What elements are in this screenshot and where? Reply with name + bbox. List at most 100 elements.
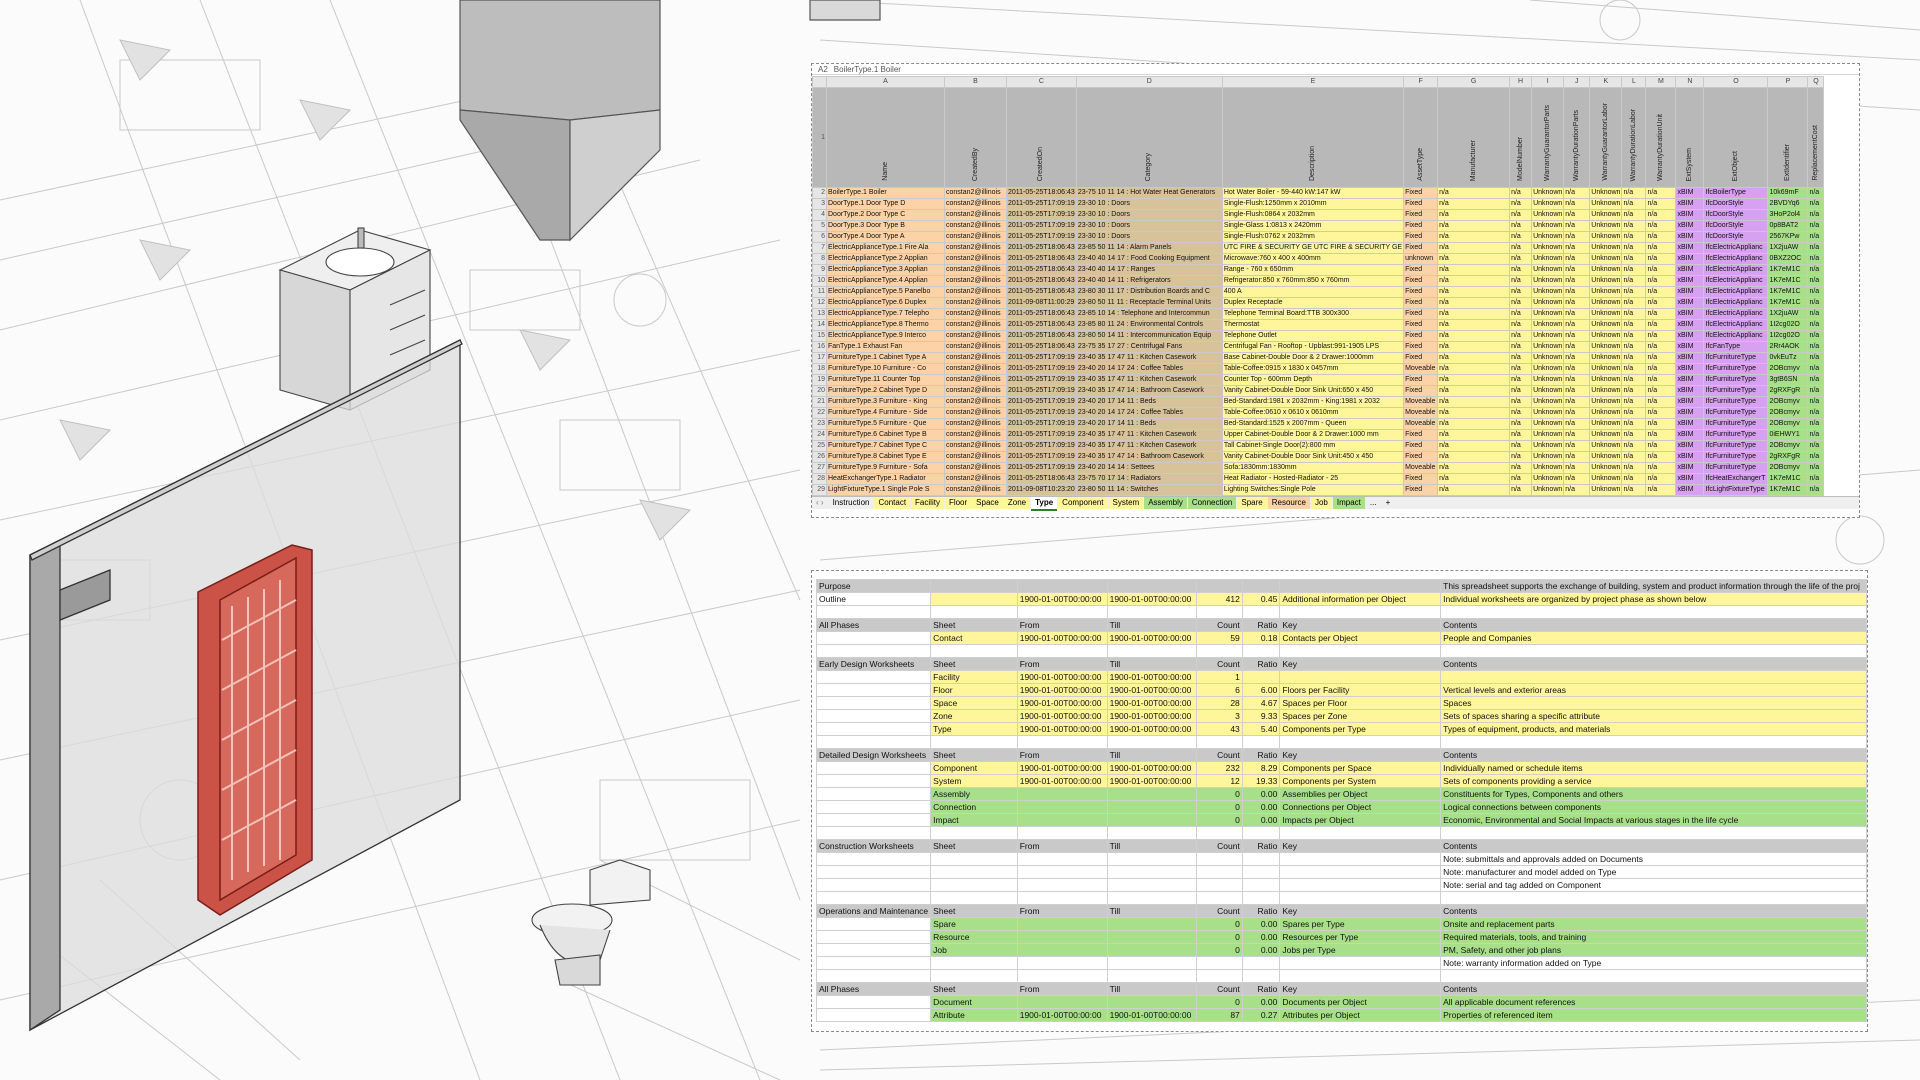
table-cell[interactable]: 12 [1196,774,1243,788]
table-cell[interactable]: 2011-05-25T18:06:43 [1006,253,1077,265]
table-cell[interactable] [1196,878,1243,892]
table-cell[interactable]: Spaces per Floor [1279,696,1442,710]
table-cell[interactable]: Floor [930,683,1018,697]
table-cell[interactable]: n/a [1563,462,1591,474]
table-cell[interactable]: constan2@illinois [944,363,1007,375]
table-cell[interactable]: Fixed [1403,275,1439,287]
table-cell[interactable]: xBIM [1675,231,1705,243]
table-cell[interactable]: n/a [1621,297,1647,309]
table-cell[interactable]: 23-40 35 17 47 11 : Kitchen Casework [1075,440,1223,452]
table-cell[interactable]: Single-Glass 1:0813 x 2420mm [1221,220,1405,232]
table-cell[interactable]: People and Companies [1440,631,1867,645]
table-cell[interactable]: constan2@illinois [944,220,1007,232]
table-cell[interactable] [930,865,1018,879]
table-cell[interactable]: Single-Flush:0864 x 2032mm [1221,209,1405,221]
table-cell[interactable]: 2011-05-25T18:06:43 [1006,187,1077,199]
table-cell[interactable]: n/a [1807,264,1825,276]
table-cell[interactable]: 1900-01-00T00:00:00 [1106,774,1198,788]
table-cell[interactable]: n/a [1509,396,1533,408]
table-cell[interactable] [930,579,1018,593]
table-cell[interactable]: constan2@illinois [944,187,1007,199]
table-cell[interactable]: n/a [1563,407,1591,419]
table-cell[interactable]: Impacts per Object [1279,813,1442,827]
table-cell[interactable]: Till [1106,982,1198,996]
table-cell[interactable]: xBIM [1675,253,1705,265]
table-cell[interactable]: 2011-05-25T17:09:19 [1006,220,1077,232]
table-cell[interactable]: Assembly [930,787,1018,801]
table-cell[interactable]: Fixed [1403,220,1439,232]
table-cell[interactable]: 2011-05-25T17:09:19 [1006,396,1077,408]
table-cell[interactable]: Floors per Facility [1279,683,1442,697]
table-cell[interactable]: IfcElectricApplianc [1703,297,1769,309]
column-letter[interactable]: Q [1807,76,1825,88]
table-cell[interactable]: 23-75 10 11 14 : Hot Water Heat Generato… [1075,187,1223,199]
table-cell[interactable]: n/a [1509,319,1533,331]
table-cell[interactable]: IfcElectricApplianc [1703,319,1769,331]
table-cell[interactable]: DoorType.4 Door Type A [826,231,945,243]
table-cell[interactable]: 1900-01-00T00:00:00 [1106,670,1198,684]
table-cell[interactable]: n/a [1645,220,1677,232]
table-cell[interactable]: n/a [1807,187,1825,199]
table-cell[interactable]: IfcFurnitureType [1703,396,1769,408]
table-cell[interactable]: xBIM [1675,429,1705,441]
table-cell[interactable]: constan2@illinois [944,473,1007,485]
table-cell[interactable] [1440,891,1867,905]
table-cell[interactable]: Unknown [1589,231,1623,243]
table-cell[interactable]: 2011-05-25T17:09:19 [1006,231,1077,243]
table-cell[interactable]: Fixed [1403,286,1439,298]
table-cell[interactable]: n/a [1509,275,1533,287]
column-header[interactable]: WarrantyDurationLabor [1621,87,1647,188]
table-cell[interactable]: n/a [1645,297,1677,309]
column-letter[interactable]: I [1531,76,1565,88]
table-cell[interactable]: n/a [1563,297,1591,309]
table-cell[interactable]: unknown [1403,253,1439,265]
table-cell[interactable]: n/a [1621,209,1647,221]
table-cell[interactable]: Spaces [1440,696,1867,710]
table-cell[interactable]: n/a [1437,363,1511,375]
table-cell[interactable]: IfcElectricApplianc [1703,330,1769,342]
table-cell[interactable]: 0 [1196,917,1243,931]
table-cell[interactable]: 87 [1196,1008,1243,1022]
table-cell[interactable]: Components per System [1279,774,1442,788]
table-cell[interactable]: n/a [1807,418,1825,430]
table-cell[interactable]: 1900-01-00T00:00:00 [1016,774,1108,788]
table-cell[interactable]: n/a [1563,341,1591,353]
table-cell[interactable]: IfcFurnitureType [1703,451,1769,463]
table-cell[interactable]: 1900-01-00T00:00:00 [1016,592,1108,606]
table-cell[interactable]: constan2@illinois [944,286,1007,298]
tab-space[interactable]: Space [972,497,1003,509]
table-cell[interactable]: IfcElectricApplianc [1703,242,1769,254]
table-cell[interactable]: Single-Flush:0762 x 2032mm [1221,231,1405,243]
table-cell[interactable]: 5.40 [1241,722,1281,736]
table-cell[interactable] [1440,826,1867,840]
table-cell[interactable]: Fixed [1403,484,1439,496]
table-cell[interactable]: 2011-05-25T18:06:43 [1006,242,1077,254]
table-cell[interactable] [1196,852,1243,866]
table-cell[interactable] [1241,670,1281,684]
table-cell[interactable]: 1K7eM1C [1767,264,1809,276]
table-cell[interactable]: n/a [1563,473,1591,485]
table-cell[interactable]: n/a [1509,231,1533,243]
table-cell[interactable]: FurnitureType.1 Cabinet Type A [826,352,945,364]
table-cell[interactable]: 23-75 70 17 14 : Radiators [1075,473,1223,485]
table-cell[interactable]: Fixed [1403,297,1439,309]
table-cell[interactable]: 1900-01-00T00:00:00 [1016,670,1108,684]
table-cell[interactable]: xBIM [1675,385,1705,397]
table-cell[interactable]: Unknown [1531,286,1565,298]
table-cell[interactable]: IfcFurnitureType [1703,429,1769,441]
table-cell[interactable]: n/a [1437,418,1511,430]
table-cell[interactable]: Unknown [1531,440,1565,452]
column-letter[interactable]: P [1767,76,1809,88]
table-cell[interactable]: Count [1196,904,1243,918]
table-cell[interactable]: FurnitureType.7 Cabinet Type C [826,440,945,452]
table-cell[interactable]: Key [1279,748,1442,762]
table-cell[interactable]: n/a [1645,462,1677,474]
table-cell[interactable]: n/a [1563,484,1591,496]
table-cell[interactable]: Unknown [1531,242,1565,254]
table-cell[interactable]: Fixed [1403,374,1439,386]
table-cell[interactable]: Unknown [1589,275,1623,287]
table-cell[interactable]: Attributes per Object [1279,1008,1442,1022]
table-cell[interactable]: 2011-05-25T18:06:43 [1006,308,1077,320]
column-header[interactable]: CreatedOn [1006,87,1077,188]
